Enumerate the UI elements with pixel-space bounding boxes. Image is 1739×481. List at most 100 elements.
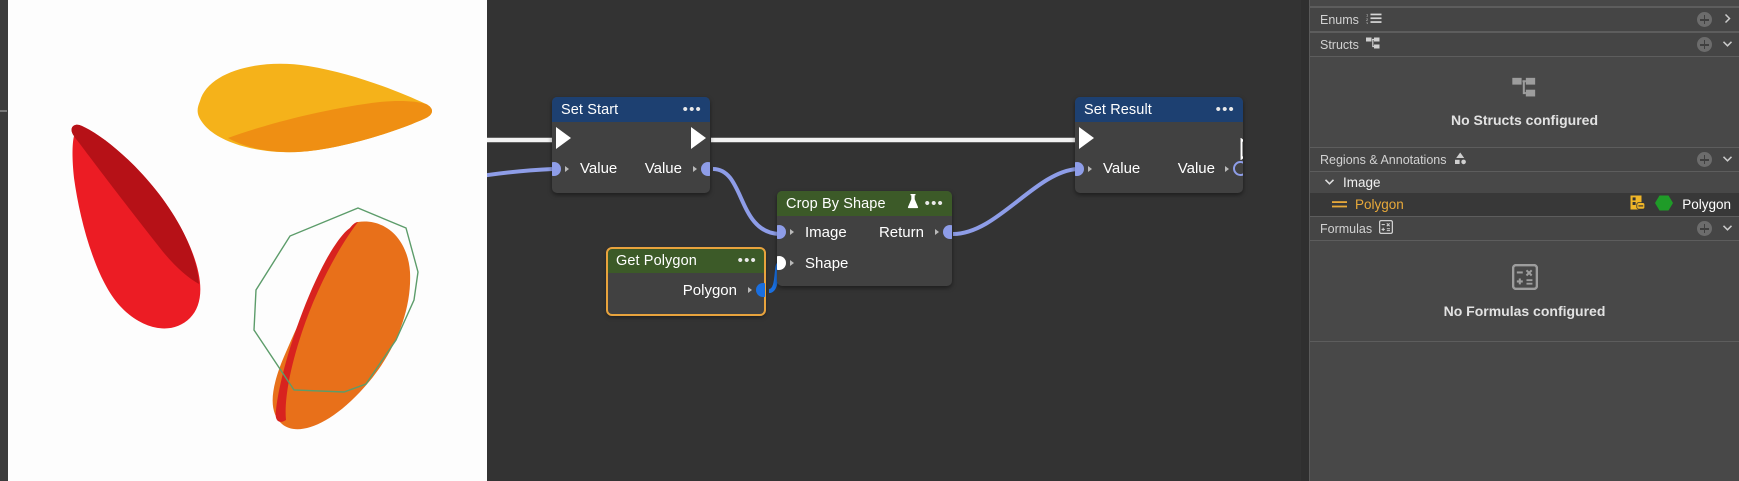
node-set-result-title: Set Result xyxy=(1084,101,1152,118)
node-set-start-menu-icon[interactable]: ••• xyxy=(682,100,702,118)
properties-panel: Enums 1 2 3 xyxy=(1301,0,1739,481)
section-header-enums[interactable]: Enums 1 2 3 xyxy=(1310,7,1739,32)
green-hexagon-icon xyxy=(1654,194,1674,215)
shape-in-arrow-icon xyxy=(790,260,794,266)
node-set-start-title: Set Start xyxy=(561,101,619,118)
chevron-down-icon[interactable] xyxy=(1722,222,1733,236)
chevron-down-icon[interactable] xyxy=(1722,38,1733,52)
region-item-name: Polygon xyxy=(1355,197,1404,212)
value-pin-row: Value Value xyxy=(1075,154,1243,183)
svg-text:2: 2 xyxy=(1366,17,1369,22)
node-set-start[interactable]: Set Start ••• xyxy=(552,97,710,193)
node-set-result-menu-icon[interactable]: ••• xyxy=(1215,100,1235,118)
shape-pin-row: Shape xyxy=(777,248,952,278)
value-out-pin[interactable] xyxy=(693,161,710,176)
petal-yellow-shape xyxy=(197,63,432,153)
section-label-formulas: Formulas xyxy=(1320,221,1373,236)
petal-yellow-shade xyxy=(228,100,432,153)
exec-pin-row xyxy=(1075,122,1243,160)
node-get-polygon[interactable]: Get Polygon ••• Polygon xyxy=(606,247,766,316)
petal-orange-shade xyxy=(275,222,358,422)
exec-out-pin[interactable] xyxy=(691,127,706,149)
panel-content: Enums 1 2 3 xyxy=(1310,0,1739,481)
panel-bottom-divider xyxy=(1310,341,1739,348)
polygon-annotation-outline[interactable] xyxy=(253,207,419,393)
node-set-result-header[interactable]: Set Result ••• xyxy=(1075,97,1243,122)
flask-icon xyxy=(907,194,919,213)
value-in-pin[interactable] xyxy=(552,161,569,176)
value-out-pin[interactable] xyxy=(1225,161,1243,176)
image-preview-svg xyxy=(71,63,432,430)
section-label-structs: Structs xyxy=(1320,37,1359,52)
shape-in-dot-icon xyxy=(777,256,786,270)
chevron-right-icon[interactable] xyxy=(1722,13,1733,27)
enum-list-icon: 1 2 3 xyxy=(1366,12,1382,27)
node-set-result[interactable]: Set Result ••• xyxy=(1075,97,1243,193)
panel-gutter xyxy=(1301,0,1310,481)
node-crop-by-shape[interactable]: Crop By Shape ••• Image Re xyxy=(777,191,952,286)
node-get-polygon-menu-icon[interactable]: ••• xyxy=(737,251,757,269)
node-crop-by-shape-menu-icon[interactable]: ••• xyxy=(924,194,944,212)
image-preview-canvas[interactable] xyxy=(8,0,487,481)
formulas-empty-state: No Formulas configured xyxy=(1310,241,1739,341)
linked-region-icon[interactable] xyxy=(1630,195,1646,214)
value-out-arrow-icon xyxy=(693,165,697,172)
section-header-structs[interactable]: Structs xyxy=(1310,32,1739,57)
petal-orange-base xyxy=(272,221,411,430)
image-in-label: Image xyxy=(805,223,847,241)
left-ruler-gutter xyxy=(0,0,8,481)
add-formula-button[interactable] xyxy=(1697,221,1712,236)
node-get-polygon-header[interactable]: Get Polygon ••• xyxy=(607,248,765,273)
value-in-label: Value xyxy=(1103,160,1141,177)
formula-icon xyxy=(1511,263,1538,293)
shape-in-pin[interactable] xyxy=(777,256,794,270)
data-wire-start-to-crop[interactable] xyxy=(712,167,780,236)
add-region-button[interactable] xyxy=(1697,152,1712,167)
structs-empty-state: No Structs configured xyxy=(1310,57,1739,147)
tree-row-image[interactable]: Image xyxy=(1310,172,1739,193)
shape-in-label: Shape xyxy=(805,254,849,272)
petal-red-base xyxy=(71,124,201,329)
node-bottom-pad xyxy=(777,278,952,286)
chevron-down-icon[interactable] xyxy=(1722,153,1733,167)
svg-text:3: 3 xyxy=(1366,21,1369,24)
return-out-label: Return xyxy=(878,223,924,241)
value-out-arrow-icon xyxy=(1225,165,1229,172)
return-out-pin[interactable] xyxy=(935,225,952,239)
value-in-arrow-icon xyxy=(1088,165,1092,172)
value-out-dot-icon xyxy=(701,161,710,176)
data-wire-in[interactable] xyxy=(487,167,554,178)
node-bottom-pad xyxy=(1075,183,1243,193)
node-graph-canvas[interactable]: Set Start ••• xyxy=(487,0,1301,481)
chevron-down-icon[interactable] xyxy=(1324,176,1335,190)
exec-in-pin[interactable] xyxy=(556,127,571,149)
region-item-row[interactable]: Polygon Polygon xyxy=(1310,193,1739,216)
section-header-regions-annotations[interactable]: Regions & Annotations xyxy=(1310,147,1739,172)
section-header-formulas[interactable]: Formulas xyxy=(1310,216,1739,241)
node-crop-by-shape-header[interactable]: Crop By Shape ••• xyxy=(777,191,952,216)
node-set-start-header[interactable]: Set Start ••• xyxy=(552,97,710,122)
drag-handle-icon[interactable] xyxy=(1332,198,1347,212)
data-wire-crop-to-result[interactable] xyxy=(952,167,1078,236)
value-in-arrow-icon xyxy=(565,165,569,172)
add-enum-button[interactable] xyxy=(1697,12,1712,27)
polygon-out-arrow-icon xyxy=(748,287,752,293)
add-struct-button[interactable] xyxy=(1697,37,1712,52)
value-out-label: Value xyxy=(644,160,682,177)
formulas-empty-text: No Formulas configured xyxy=(1443,302,1606,319)
return-out-dot-icon xyxy=(943,225,952,239)
region-item-type: Polygon xyxy=(1682,197,1731,212)
node-set-result-body: Value Value xyxy=(1075,122,1243,193)
value-out-dot-outline-icon xyxy=(1233,161,1243,176)
polygon-out-pin[interactable] xyxy=(748,283,765,297)
petal-red-shade xyxy=(71,124,199,284)
image-in-pin[interactable] xyxy=(777,225,794,239)
exec-in-pin[interactable] xyxy=(1079,127,1094,149)
svg-text:1: 1 xyxy=(1366,13,1369,18)
exec-in-triangle-icon xyxy=(556,127,571,149)
value-in-dot-icon xyxy=(1075,161,1084,176)
node-bottom-pad xyxy=(607,307,765,315)
struct-tree-icon xyxy=(1365,37,1381,53)
exec-in-triangle-icon xyxy=(1079,127,1094,149)
value-in-pin[interactable] xyxy=(1075,161,1092,176)
